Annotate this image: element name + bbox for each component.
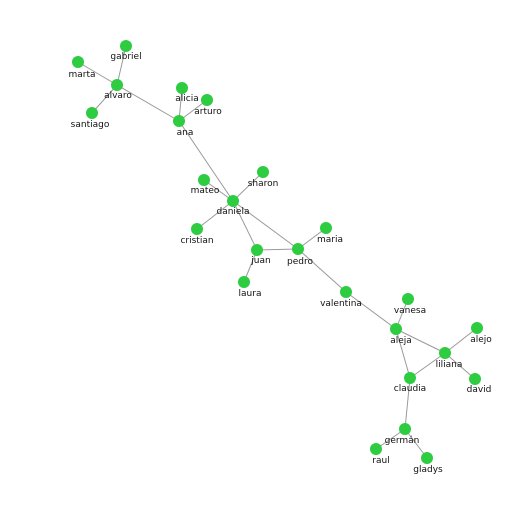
node-label-marta: marta <box>68 70 95 80</box>
node-circle-valentina[interactable] <box>340 286 352 298</box>
edge-cristian-daniela <box>196 200 234 230</box>
node-label-valentina: valentina <box>320 299 362 309</box>
edge-claudia-german <box>404 377 411 430</box>
node-arturo[interactable]: arturo <box>194 94 222 117</box>
node-circle-david[interactable] <box>469 373 481 385</box>
node-alicia[interactable]: alicia <box>175 82 199 104</box>
edge-valentina-aleja <box>345 291 397 330</box>
node-label-maria: maria <box>317 235 343 245</box>
node-label-claudia: claudia <box>394 384 426 394</box>
node-label-aleja: aleja <box>390 336 412 346</box>
node-circle-mateo[interactable] <box>198 174 210 186</box>
node-label-arturo: arturo <box>194 107 222 117</box>
node-vanesa[interactable]: vanesa <box>394 293 426 316</box>
node-label-alejo: alejo <box>470 335 492 345</box>
node-raul[interactable]: raul <box>370 443 390 466</box>
node-ana[interactable]: ana <box>173 115 193 138</box>
node-circle-vanesa[interactable] <box>402 293 414 305</box>
node-mateo[interactable]: mateo <box>191 174 220 196</box>
node-circle-liliana[interactable] <box>439 347 451 359</box>
node-label-sharon: sharon <box>248 179 279 189</box>
node-label-cristian: cristian <box>180 236 213 246</box>
node-daniela[interactable]: daniela <box>217 195 250 217</box>
edge-pedro-valentina <box>297 248 347 293</box>
node-circle-alejo[interactable] <box>471 322 483 334</box>
node-pedro[interactable]: pedro <box>287 243 313 267</box>
node-label-alicia: alicia <box>175 94 198 104</box>
node-label-gabriel: gabriel <box>110 52 141 62</box>
node-circle-alicia[interactable] <box>176 82 188 94</box>
node-circle-aleja[interactable] <box>390 323 402 335</box>
node-label-mateo: mateo <box>191 186 220 196</box>
node-circle-raul[interactable] <box>370 443 382 455</box>
node-circle-arturo[interactable] <box>201 94 213 106</box>
node-label-raul: raul <box>372 456 389 466</box>
node-liliana[interactable]: liliana <box>436 347 463 370</box>
node-aleja[interactable]: aleja <box>390 323 412 346</box>
node-cristian[interactable]: cristian <box>180 223 214 246</box>
node-alvaro[interactable]: alvaro <box>104 79 132 101</box>
edge-sharon-daniela <box>232 171 264 202</box>
edge-german-gladys <box>404 428 428 459</box>
node-circle-gladys[interactable] <box>421 452 433 464</box>
edge-liliana-david <box>444 352 476 380</box>
edge-aleja-claudia <box>395 328 411 379</box>
edge-gabriel-alvaro <box>116 45 127 86</box>
node-circle-cristian[interactable] <box>191 223 203 235</box>
node-claudia[interactable]: claudia <box>394 372 426 394</box>
node-label-david: david <box>467 385 492 395</box>
node-label-juan: juan <box>250 256 270 266</box>
node-label-vanesa: vanesa <box>394 306 426 316</box>
node-maria[interactable]: maria <box>317 222 343 245</box>
node-sharon[interactable]: sharon <box>248 166 279 189</box>
node-circle-sharon[interactable] <box>257 166 269 178</box>
edge-marta-alvaro <box>77 61 118 86</box>
node-german[interactable]: germán <box>385 423 420 446</box>
node-label-ana: ana <box>177 128 194 138</box>
edge-alvaro-ana <box>116 84 180 122</box>
edge-juan-pedro <box>256 248 299 251</box>
node-laura[interactable]: laura <box>238 276 261 299</box>
node-label-laura: laura <box>239 289 262 299</box>
node-alejo[interactable]: alejo <box>470 322 492 345</box>
edge-santiago-alvaro <box>91 84 118 114</box>
node-label-liliana: liliana <box>436 360 463 370</box>
node-circle-santiago[interactable] <box>86 107 98 119</box>
edge-daniela-juan <box>232 200 258 251</box>
node-circle-pedro[interactable] <box>292 243 304 255</box>
edge-aleja-liliana <box>395 328 446 354</box>
node-circle-claudia[interactable] <box>404 372 416 384</box>
node-circle-marta[interactable] <box>72 56 84 68</box>
node-marta[interactable]: marta <box>68 56 96 80</box>
node-circle-ana[interactable] <box>173 115 185 127</box>
node-santiago[interactable]: santiago <box>71 107 110 130</box>
node-circle-juan[interactable] <box>251 244 263 256</box>
node-label-pedro: pedro <box>287 257 313 267</box>
node-label-santiago: santiago <box>71 120 110 130</box>
node-label-alvaro: alvaro <box>104 91 132 101</box>
node-circle-german[interactable] <box>399 423 411 435</box>
node-gladys[interactable]: gladys <box>413 452 443 475</box>
node-label-daniela: daniela <box>217 207 250 217</box>
node-circle-alvaro[interactable] <box>111 79 123 91</box>
node-juan[interactable]: juan <box>250 244 271 266</box>
edge-liliana-claudia <box>409 352 446 379</box>
node-label-german: germán <box>385 436 420 446</box>
node-circle-laura[interactable] <box>238 276 250 288</box>
node-circle-daniela[interactable] <box>227 195 239 207</box>
node-gabriel[interactable]: gabriel <box>110 40 142 62</box>
edge-alejo-liliana <box>444 327 478 354</box>
nodes-layer: gabriel marta alvaro santiago alicia arturo an… <box>68 40 492 475</box>
node-david[interactable]: david <box>467 373 492 395</box>
node-circle-gabriel[interactable] <box>120 40 132 52</box>
node-valentina[interactable]: valentina <box>320 286 362 309</box>
node-circle-maria[interactable] <box>320 222 332 234</box>
edge-ana-daniela <box>178 120 234 202</box>
edges-layer <box>77 45 478 459</box>
node-label-gladys: gladys <box>413 465 443 475</box>
edge-daniela-pedro <box>232 200 299 250</box>
